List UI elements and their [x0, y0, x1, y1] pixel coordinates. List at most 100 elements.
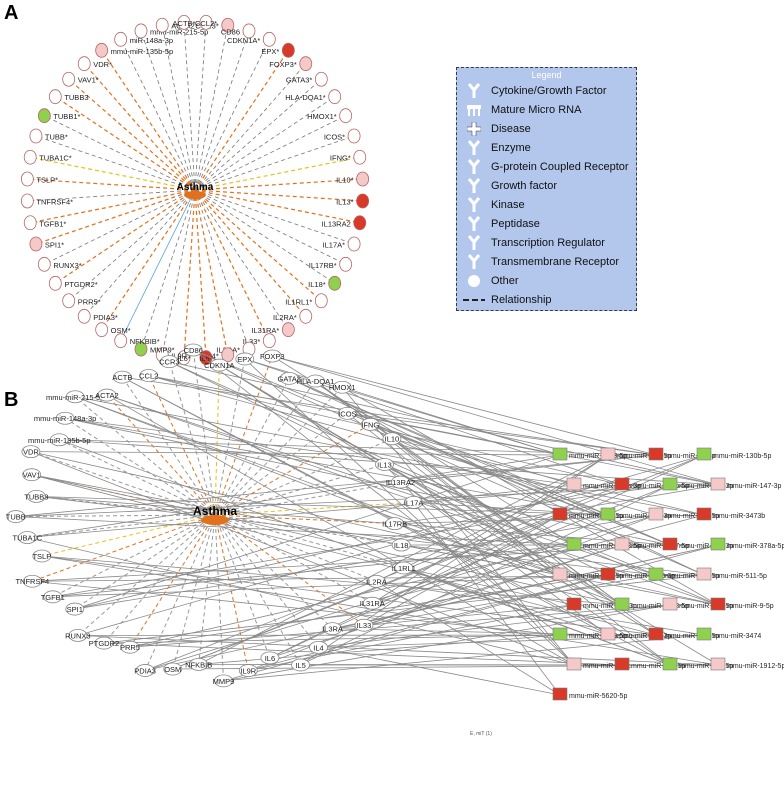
- gene-node[interactable]: IL3RA: [322, 622, 343, 636]
- mirna-node[interactable]: mmu-miR-9-5p: [710, 597, 774, 611]
- gene-node[interactable]: HLA-DQA1: [297, 374, 335, 388]
- gene-node[interactable]: CD86: [184, 343, 203, 357]
- mirna-node[interactable]: mmu-miR-5620-5p: [552, 687, 627, 701]
- gene-node[interactable]: IL2RA*: [273, 308, 313, 324]
- gene-node[interactable]: RUNX3: [65, 628, 91, 642]
- gene-node[interactable]: EPX*: [261, 42, 295, 58]
- gene-node[interactable]: FOXP3: [260, 349, 285, 363]
- gene-node[interactable]: IL4: [309, 640, 328, 654]
- gene-node[interactable]: OSM*: [95, 322, 131, 338]
- gene-node[interactable]: IL33*: [243, 333, 276, 349]
- mirna-node[interactable]: mmu-miR-1912-5p: [710, 657, 784, 671]
- gene-node[interactable]: OSM: [163, 662, 183, 676]
- gene-node[interactable]: MMP9*: [134, 341, 175, 357]
- mirna-node[interactable]: mmu-miR-3474: [696, 627, 761, 641]
- mirna-node[interactable]: mmu-miR-146b-5p: [614, 477, 689, 491]
- gene-node[interactable]: HMOX1: [329, 380, 356, 394]
- mirna-node[interactable]: mmu-miR-671-5p: [662, 597, 734, 611]
- gene-node[interactable]: ICOS: [337, 406, 357, 420]
- mirna-node[interactable]: mmu-miR-217-5p: [648, 627, 720, 641]
- mirna-node[interactable]: mmu-miR-511-3p: [566, 597, 637, 611]
- gene-node[interactable]: GATA3: [277, 371, 301, 385]
- gene-node[interactable]: IL10: [382, 432, 402, 446]
- gene-node[interactable]: IL1RL1: [392, 561, 416, 575]
- gene-node[interactable]: IL31RA*: [251, 322, 295, 338]
- disease-label-b[interactable]: Asthma: [193, 504, 237, 518]
- gene-node[interactable]: EPX: [235, 352, 255, 366]
- gene-node[interactable]: TSLP*: [20, 171, 58, 187]
- mirna-node[interactable]: mmu-miR-133a-3p: [566, 477, 641, 491]
- mirna-node[interactable]: mmu-miR-378a-5p: [710, 537, 784, 551]
- mirna-node[interactable]: mmu-miR-212-5p: [648, 507, 720, 521]
- gene-node[interactable]: GATA3*: [286, 71, 328, 87]
- gene-node[interactable]: IL31RA: [360, 596, 385, 610]
- mirna-node[interactable]: mmu-miR-379-5p: [552, 567, 624, 581]
- mirna-node[interactable]: mmu-miR-1a-3p: [648, 447, 716, 461]
- mirna-node[interactable]: mmu-miR-3097-5p: [614, 537, 689, 551]
- disease-label-a[interactable]: Asthma: [177, 182, 214, 193]
- mirna-node[interactable]: mmu-miR-381-3p: [662, 537, 734, 551]
- mirna-node[interactable]: mmu-miR-293-5p: [662, 657, 734, 671]
- mirna-node[interactable]: mmu-miR-376c: [566, 657, 631, 671]
- mirna-node[interactable]: mmu-miR-3473b: [696, 507, 765, 521]
- mirna-node[interactable]: mmu-miR-7083-5p: [552, 447, 627, 461]
- mirna-node[interactable]: mmu-miR-215-3p: [600, 507, 672, 521]
- gene-node[interactable]: PTGDR2*: [48, 275, 98, 291]
- gene-node[interactable]: SPI1*: [29, 236, 64, 252]
- gene-node[interactable]: TUBA1C: [13, 531, 43, 544]
- gene-node[interactable]: IFNG*: [330, 149, 367, 165]
- gene-node[interactable]: IL10*: [336, 171, 370, 187]
- gene-node[interactable]: VDR*: [77, 56, 112, 72]
- gene-node[interactable]: IL13RA2: [386, 475, 415, 489]
- gene-node[interactable]: IL13*: [336, 193, 370, 209]
- gene-node[interactable]: MMP9: [213, 674, 235, 688]
- gene-node[interactable]: IL5: [291, 658, 310, 672]
- gene-node[interactable]: HMOX1*: [307, 108, 353, 124]
- gene-node[interactable]: PTGDR2: [89, 636, 119, 650]
- mirna-node[interactable]: mmu-miR-122-5p: [600, 447, 672, 461]
- gene-node[interactable]: CDKN1A*: [227, 31, 276, 47]
- gene-node[interactable]: TSLP: [32, 549, 52, 563]
- gene-node[interactable]: IL17RB*: [309, 256, 353, 272]
- gene-node[interactable]: TGFB1*: [23, 215, 66, 231]
- mirna-node[interactable]: mmu-miR-130b-5p: [696, 447, 771, 461]
- gene-node[interactable]: IL33: [354, 618, 374, 632]
- gene-node[interactable]: NFKBIB: [185, 657, 212, 671]
- gene-node[interactable]: PRR5: [120, 640, 140, 654]
- gene-node[interactable]: VAV1: [22, 468, 42, 482]
- mirna-node[interactable]: mmu-miR-1249-5p: [552, 627, 627, 641]
- gene-node[interactable]: FOXP3*: [269, 56, 313, 72]
- gene-node[interactable]: TNFRSF4: [15, 574, 49, 588]
- mirna-node[interactable]: mmu-miR-124-3p: [600, 627, 672, 641]
- gene-node[interactable]: IL13: [375, 458, 394, 471]
- gene-node[interactable]: SPI1: [65, 602, 85, 616]
- gene-node[interactable]: CCR3: [159, 355, 180, 369]
- gene-node[interactable]: IL17A: [404, 495, 424, 509]
- gene-node[interactable]: IL2RA: [366, 574, 387, 588]
- gene-node[interactable]: ACTB: [112, 370, 132, 384]
- mirna-node[interactable]: mmu-miR-18b-5p: [552, 507, 624, 521]
- gene-node[interactable]: mmu-miR-215-5p: [46, 390, 104, 404]
- gene-node[interactable]: HLA-DQA1*: [285, 89, 342, 105]
- gene-node[interactable]: RUNX3*: [37, 256, 82, 272]
- gene-node[interactable]: PDIA3: [134, 664, 156, 677]
- gene-node[interactable]: TUBA1C*: [23, 149, 72, 165]
- mirna-node[interactable]: mmu-miR-147-3p: [710, 477, 782, 491]
- gene-node[interactable]: CCL2: [139, 369, 158, 382]
- gene-node[interactable]: ICOS*: [324, 128, 361, 144]
- gene-node[interactable]: VDR: [21, 445, 41, 459]
- mirna-node[interactable]: mmu-miR-18a-3p: [662, 477, 734, 491]
- gene-node[interactable]: ACTB*: [173, 14, 196, 30]
- gene-node[interactable]: IL18*: [308, 275, 342, 291]
- gene-node[interactable]: TNFRSF4*: [20, 193, 73, 209]
- mirna-node[interactable]: mmu-miR-511-5p: [696, 567, 767, 581]
- mirna-node[interactable]: mmu-miR-486b-3p: [600, 567, 675, 581]
- gene-node[interactable]: CD86: [221, 23, 256, 39]
- gene-node[interactable]: mmu-miR-148a-3p: [34, 411, 97, 425]
- gene-node[interactable]: IL13RA2: [322, 215, 367, 231]
- gene-node[interactable]: mmu-miR-135b-5p: [28, 433, 91, 447]
- gene-node[interactable]: IL17A*: [323, 236, 361, 252]
- gene-node[interactable]: PDIA3*: [77, 308, 118, 324]
- gene-node[interactable]: TUBB*: [29, 128, 68, 144]
- gene-node[interactable]: IL17RB: [382, 517, 407, 531]
